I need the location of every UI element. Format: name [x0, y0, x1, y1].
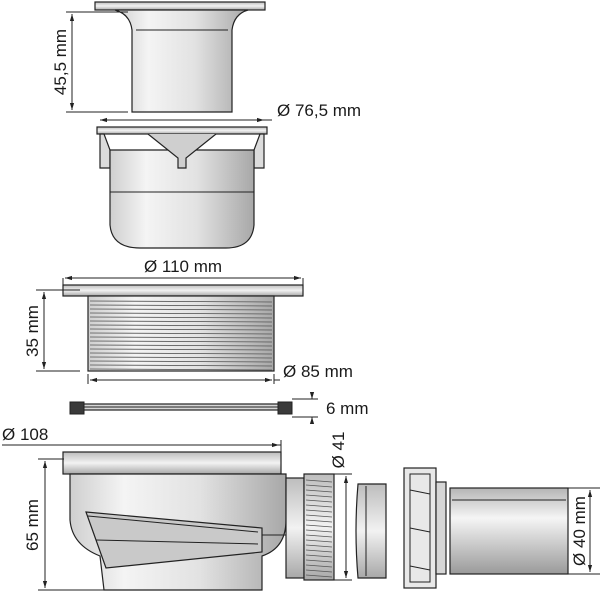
- nut-coupling: [303, 473, 335, 581]
- grate-cover: [94, 1, 266, 113]
- cup-diameter-dimension: Ø 76,5 mm: [100, 101, 361, 123]
- cup-diameter-label: Ø 76,5 mm: [277, 101, 361, 120]
- outlet-diameter-label: Ø 41: [329, 432, 348, 469]
- body-diameter-dimension: Ø 108: [2, 425, 282, 452]
- outlet-pipe: [403, 467, 569, 589]
- ring-height-dimension: 35 mm: [23, 289, 80, 372]
- adapter-coupling: [355, 483, 387, 579]
- gasket-thickness-label: 6 mm: [326, 399, 369, 418]
- grate-height-label: 45,5 mm: [51, 29, 70, 95]
- trap-body: [62, 451, 305, 591]
- thread-diameter-label: Ø 85 mm: [283, 362, 353, 381]
- grate-height-dimension: 45,5 mm: [51, 11, 128, 113]
- nut-threads: [305, 479, 333, 578]
- ring-diameter-label: Ø 110 mm: [144, 257, 222, 276]
- ring-diameter-dimension: Ø 110 mm: [62, 257, 304, 290]
- outlet-diameter-dimension: Ø 41: [329, 432, 352, 581]
- thread-diameter-dimension: Ø 85 mm: [87, 362, 353, 384]
- pipe-diameter-label: Ø 40 mm: [570, 496, 589, 566]
- ring-height-label: 35 mm: [23, 305, 42, 357]
- body-height-dimension: 65 mm: [23, 458, 104, 591]
- ring-threads: [89, 300, 273, 371]
- gasket-thickness-dimension: 6 mm: [292, 392, 369, 424]
- body-height-label: 65 mm: [23, 499, 42, 551]
- gasket: [69, 401, 293, 415]
- body-diameter-label: Ø 108: [2, 425, 48, 444]
- pipe-diameter-dimension: Ø 40 mm: [568, 487, 600, 575]
- drain-ring: [62, 284, 304, 372]
- inner-cup: [96, 126, 268, 249]
